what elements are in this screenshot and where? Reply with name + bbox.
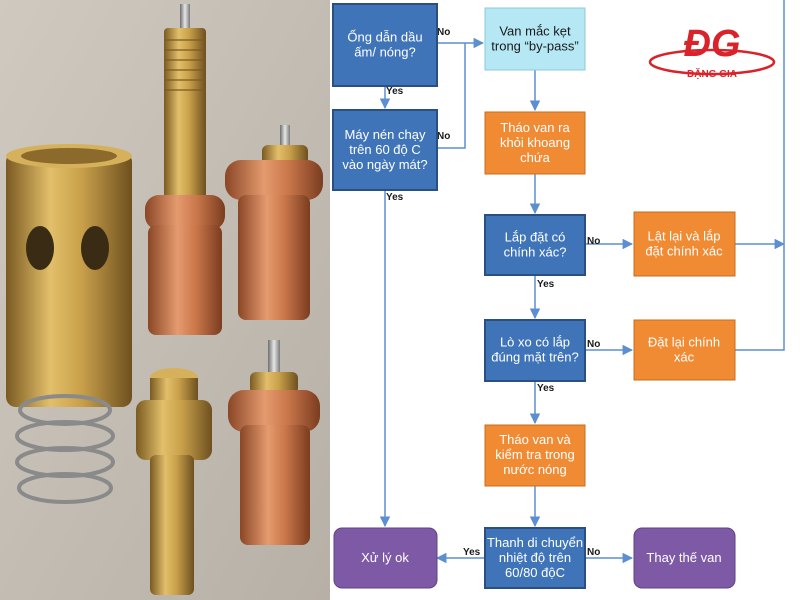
label-no-run: No	[437, 131, 450, 142]
spring-part	[15, 394, 115, 504]
logo-mark: ĐG	[684, 23, 741, 65]
valve-parts-photo	[0, 0, 330, 600]
label-yes-pipe: Yes	[386, 86, 404, 97]
label-no-pipe: No	[437, 27, 450, 38]
logo-name: ĐẶNG GIA	[687, 67, 737, 80]
brass-sleeve-part	[6, 144, 132, 407]
label-yes-rod: Yes	[463, 547, 481, 558]
node-replace: Thay thế van	[633, 527, 736, 589]
label-no-spring: No	[587, 339, 600, 350]
edge-run-to-stuck	[437, 43, 466, 149]
copper-bulb-part	[225, 125, 323, 320]
label-no-install: No	[587, 236, 600, 247]
label-no-rod: No	[587, 547, 600, 558]
label-yes-spring: Yes	[537, 383, 555, 394]
edge-refit-loop	[735, 0, 785, 351]
node-replace-text: Thay thế van	[646, 550, 721, 565]
node-ok: Xử lý ok	[333, 527, 438, 589]
brass-piston-part	[136, 368, 212, 595]
node-ok-text: Xử lý ok	[361, 550, 409, 565]
threaded-stem-part	[145, 4, 225, 335]
dang-gia-logo: ĐG ĐẶNG GIA	[648, 23, 776, 80]
connectors	[379, 0, 786, 564]
copper-bulb-bottom-part	[228, 340, 320, 545]
label-yes-install: Yes	[537, 279, 555, 290]
label-yes-run: Yes	[386, 192, 404, 203]
